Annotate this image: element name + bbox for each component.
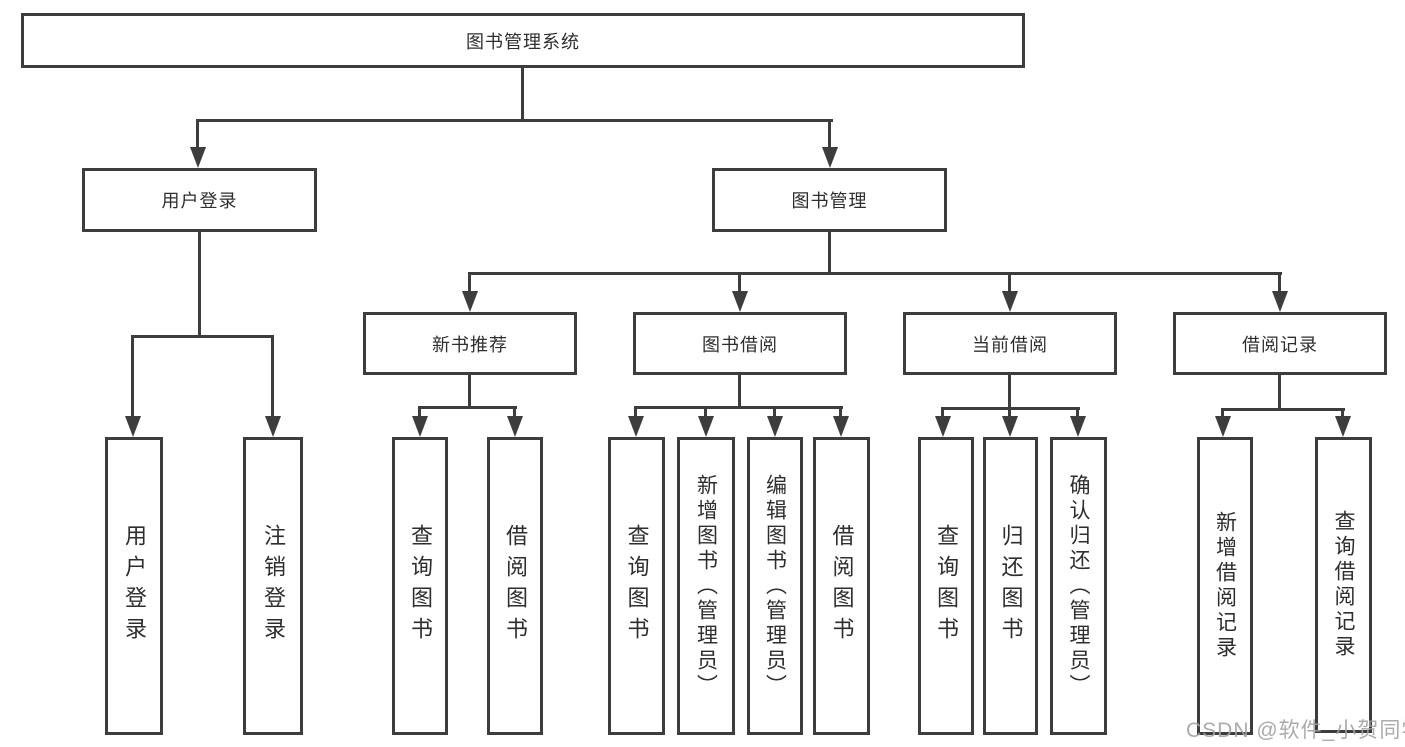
leaf-recommend-query-books: 查询图书 <box>392 437 448 735</box>
connector-line <box>468 375 471 406</box>
connector-line <box>634 406 843 409</box>
connector-line <box>131 335 134 417</box>
arrowhead-down <box>935 416 951 437</box>
connector-line <box>521 68 524 122</box>
connector-line <box>1278 272 1281 292</box>
node-label: 查询借阅记录 <box>1332 510 1355 660</box>
node-new-book-recommendation: 新书推荐 <box>363 312 577 375</box>
connector-line <box>1278 375 1281 408</box>
leaf-confirm-return-admin: 确认归还（管理员） <box>1050 437 1107 735</box>
node-label: 注销登录 <box>261 524 286 648</box>
leaf-query-borrow-record: 查询借阅记录 <box>1315 437 1372 733</box>
arrowhead-down <box>833 416 849 437</box>
connector-line <box>839 406 842 417</box>
connector-line <box>418 406 517 409</box>
node-label: 编辑图书（管理员） <box>763 473 787 699</box>
connector-line <box>738 272 741 292</box>
leaf-edit-books-admin: 编辑图书（管理员） <box>747 437 803 735</box>
arrowhead-down <box>628 416 644 437</box>
node-current-borrowing: 当前借阅 <box>903 312 1117 375</box>
connector-line <box>1221 408 1345 411</box>
connector-line <box>634 406 637 417</box>
connector-line <box>738 375 741 406</box>
node-label: 确认归还（管理员） <box>1067 473 1090 699</box>
node-label: 归还图书 <box>998 524 1024 648</box>
node-label: 借阅图书 <box>503 524 528 648</box>
arrowhead-down <box>462 291 478 312</box>
node-label: 图书借阅 <box>702 334 778 355</box>
arrowhead-down <box>822 147 838 168</box>
leaf-return-books: 归还图书 <box>983 437 1038 735</box>
node-label: 用户登录 <box>122 524 147 648</box>
connector-line <box>1221 408 1224 417</box>
node-label: 图书管理 <box>791 191 868 211</box>
leaf-recommend-borrow-books: 借阅图书 <box>487 437 543 735</box>
connector-line <box>418 406 421 417</box>
node-borrowing-records: 借阅记录 <box>1173 312 1387 375</box>
leaf-borrowing-query-books: 查询图书 <box>608 437 665 735</box>
arrowhead-down <box>1070 416 1086 437</box>
connector-line <box>468 272 1282 275</box>
arrowhead-down <box>1002 291 1018 312</box>
node-label: 新增借阅记录 <box>1213 511 1237 661</box>
arrowhead-down <box>125 416 141 437</box>
connector-line <box>1076 407 1079 417</box>
node-book-borrowing: 图书借阅 <box>633 312 847 375</box>
connector-line <box>131 335 274 338</box>
leaf-add-borrow-record: 新增借阅记录 <box>1197 437 1253 735</box>
arrowhead-down <box>1002 416 1018 437</box>
connector-line <box>704 406 707 417</box>
connector-line <box>773 406 776 417</box>
leaf-current-query-books: 查询图书 <box>918 437 974 735</box>
arrowhead-down <box>767 416 783 437</box>
connector-line <box>196 119 199 150</box>
csdn-watermark: CSDN @软件_小贺同学 <box>1186 719 1405 742</box>
node-book-management: 图书管理 <box>712 168 947 232</box>
node-label: 查询图书 <box>408 524 433 648</box>
connector-line <box>1008 407 1011 417</box>
arrowhead-down <box>1272 291 1288 312</box>
connector-line <box>197 119 833 122</box>
connector-line <box>271 335 274 417</box>
connector-line <box>513 406 516 417</box>
connector-line <box>198 232 201 335</box>
arrowhead-down <box>507 416 523 437</box>
connector-line <box>941 407 944 417</box>
node-user-login: 用户登录 <box>82 168 317 232</box>
arrowhead-down <box>698 416 714 437</box>
connector-line <box>828 232 831 272</box>
node-label: 用户登录 <box>161 191 238 211</box>
arrowhead-down <box>1335 416 1351 437</box>
leaf-user-login: 用户登录 <box>105 437 163 735</box>
arrowhead-down <box>1215 416 1231 437</box>
arrowhead-down <box>732 291 748 312</box>
connector-line <box>1008 272 1011 292</box>
leaf-logout: 注销登录 <box>243 437 303 735</box>
leaf-borrow-books: 借阅图书 <box>813 437 870 735</box>
connector-line <box>1008 375 1011 407</box>
node-label: 新增图书（管理员） <box>694 473 718 699</box>
node-label: 查询图书 <box>624 524 650 648</box>
connector-line <box>1341 408 1344 417</box>
node-label: 借阅记录 <box>1242 334 1318 355</box>
node-label: 图书管理系统 <box>466 31 580 52</box>
connector-line <box>828 119 831 150</box>
connector-line <box>468 272 471 292</box>
node-root-library-system: 图书管理系统 <box>21 13 1025 68</box>
node-label: 查询图书 <box>934 524 959 648</box>
node-label: 借阅图书 <box>829 524 855 648</box>
node-label: 当前借阅 <box>972 334 1048 355</box>
arrowhead-down <box>412 416 428 437</box>
arrowhead-down <box>190 147 206 168</box>
arrowhead-down <box>265 416 281 437</box>
leaf-add-books-admin: 新增图书（管理员） <box>677 437 735 735</box>
node-label: 新书推荐 <box>432 334 508 355</box>
